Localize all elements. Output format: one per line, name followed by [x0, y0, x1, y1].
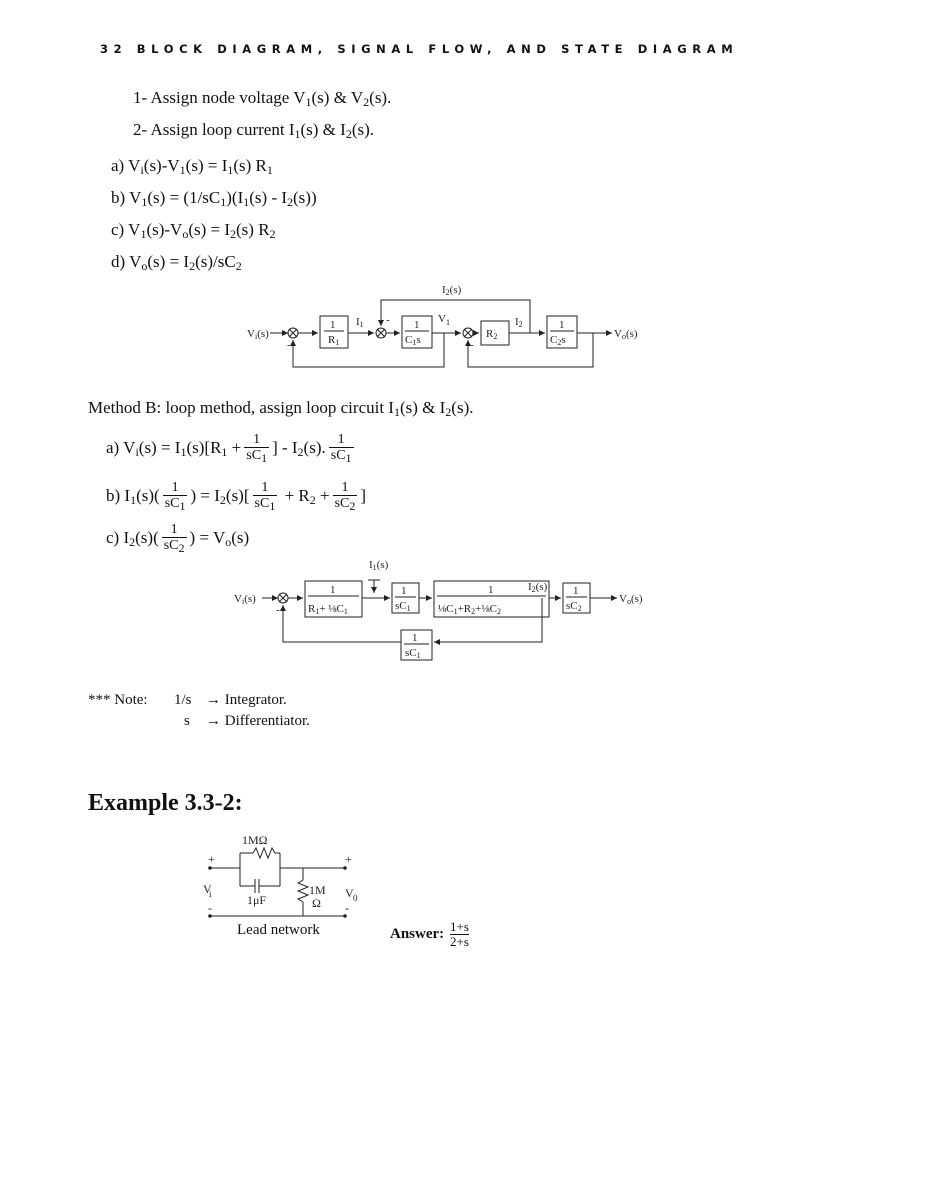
method-b-title: Method B: loop method, assign loop circu… — [88, 398, 474, 419]
svg-text:I2(s): I2(s) — [528, 581, 548, 594]
answer-label: Answer: — [390, 926, 445, 942]
svg-text:1: 1 — [573, 585, 579, 597]
resistor-right-unit: Ω — [312, 896, 321, 910]
svg-text:1: 1 — [401, 585, 407, 597]
step-2: 2- Assign loop current I1(s) & I2(s). — [133, 120, 375, 141]
svg-text:Vo(s): Vo(s) — [614, 328, 638, 341]
step-1: 1- Assign node voltage V1(s) & V2(s). — [133, 88, 392, 109]
note-row1-text: → Integrator. — [206, 692, 287, 708]
example-title: Example 3.3-2: — [88, 790, 243, 816]
eq-b-b-prefix: b) I — [106, 485, 131, 505]
eq-d-prefix: d) V — [111, 252, 142, 271]
svg-text:I1: I1 — [356, 316, 364, 329]
svg-text:I1(s): I1(s) — [369, 559, 389, 572]
note-row2-symbol: s — [184, 713, 190, 729]
step-2-text: 2- Assign loop current I — [133, 120, 295, 139]
svg-text:1: 1 — [414, 319, 420, 331]
svg-text:sC1: sC1 — [405, 647, 421, 660]
vi-label: V — [203, 882, 212, 896]
eq-b: b) V1(s) = (1/sC1)(I1(s) - I2(s)) — [111, 188, 317, 209]
svg-text:Vi(s): Vi(s) — [247, 328, 269, 341]
page-header: 32 BLOCK DIAGRAM, SIGNAL FLOW, AND STATE… — [100, 42, 739, 56]
eq-a-prefix: a) V — [111, 156, 141, 175]
eq-d: d) Vo(s) = I2(s)/sC2 — [111, 252, 242, 273]
eq-b-c-prefix: c) I — [106, 527, 130, 547]
svg-text:-: - — [470, 339, 474, 351]
svg-text:I2(s): I2(s) — [442, 284, 462, 297]
svg-text:C2s: C2s — [550, 334, 566, 347]
svg-text:i: i — [209, 889, 212, 899]
svg-text:R1+ ⅛C1: R1+ ⅛C1 — [308, 603, 348, 616]
svg-text:I2: I2 — [515, 316, 523, 329]
svg-text:1: 1 — [330, 319, 336, 331]
svg-text:-: - — [287, 339, 291, 351]
svg-text:-: - — [386, 314, 390, 326]
svg-text:1: 1 — [330, 584, 336, 596]
eq-c: c) V1(s)-Vo(s) = I2(s) R2 — [111, 220, 276, 241]
eq-b-a-prefix: a) V — [106, 437, 136, 457]
resistor-right-label: 1M — [309, 883, 326, 897]
svg-text:R2: R2 — [486, 328, 497, 341]
svg-text:Vo(s): Vo(s) — [619, 593, 643, 606]
circuit-caption: Lead network — [237, 922, 320, 938]
block-diagram-b: Vi(s) Vo(s) 1 R1+ ⅛C1 1 sC1 1 ⅛C1+R2+⅛C2… — [234, 559, 643, 661]
svg-text:+: + — [208, 852, 215, 866]
note-label: *** Note: — [88, 692, 148, 708]
svg-text:sC1: sC1 — [395, 600, 411, 613]
svg-text:sC2: sC2 — [566, 600, 582, 613]
answer-numerator: 1+s — [450, 919, 469, 934]
svg-text:Vi(s): Vi(s) — [234, 593, 256, 606]
svg-text:-: - — [276, 604, 280, 616]
eq-b-prefix: b) V — [111, 188, 142, 207]
block-diagram-a: Vi(s) Vo(s) 1 R1 1 C1s R2 1 C2s I1 V1 I2… — [247, 284, 638, 368]
note-row1-symbol: 1/s — [174, 692, 192, 708]
svg-text:C1s: C1s — [405, 334, 421, 347]
vo-label: V — [345, 886, 354, 900]
capacitor-label: 1μF — [247, 893, 266, 907]
answer-denominator: 2+s — [450, 934, 469, 949]
eq-a: a) Vi(s)-V1(s) = I1(s) R1 — [111, 156, 273, 177]
svg-text:⅛C1+R2+⅛C2: ⅛C1+R2+⅛C2 — [438, 603, 501, 616]
lead-network-circuit: + + - - V i V 0 1MΩ 1μF 1M Ω — [203, 833, 358, 918]
svg-text:1: 1 — [559, 319, 565, 331]
svg-text:1: 1 — [488, 584, 494, 596]
svg-text:1: 1 — [412, 632, 418, 644]
resistor-top-label: 1MΩ — [242, 833, 268, 847]
svg-text:+: + — [345, 852, 352, 866]
method-b-title-text: Method B: loop method, assign loop circu… — [88, 398, 394, 417]
step-1-text: 1- Assign node voltage V — [133, 88, 306, 107]
eq-c-prefix: c) V — [111, 220, 141, 239]
note-row2-text: → Differentiator. — [206, 713, 310, 729]
svg-text:R1: R1 — [328, 334, 339, 347]
answer-fraction: 1+s 2+s — [450, 920, 469, 949]
svg-text:V1: V1 — [438, 313, 450, 327]
svg-text:-: - — [345, 901, 349, 915]
svg-text:0: 0 — [353, 893, 358, 903]
svg-text:-: - — [208, 901, 212, 915]
